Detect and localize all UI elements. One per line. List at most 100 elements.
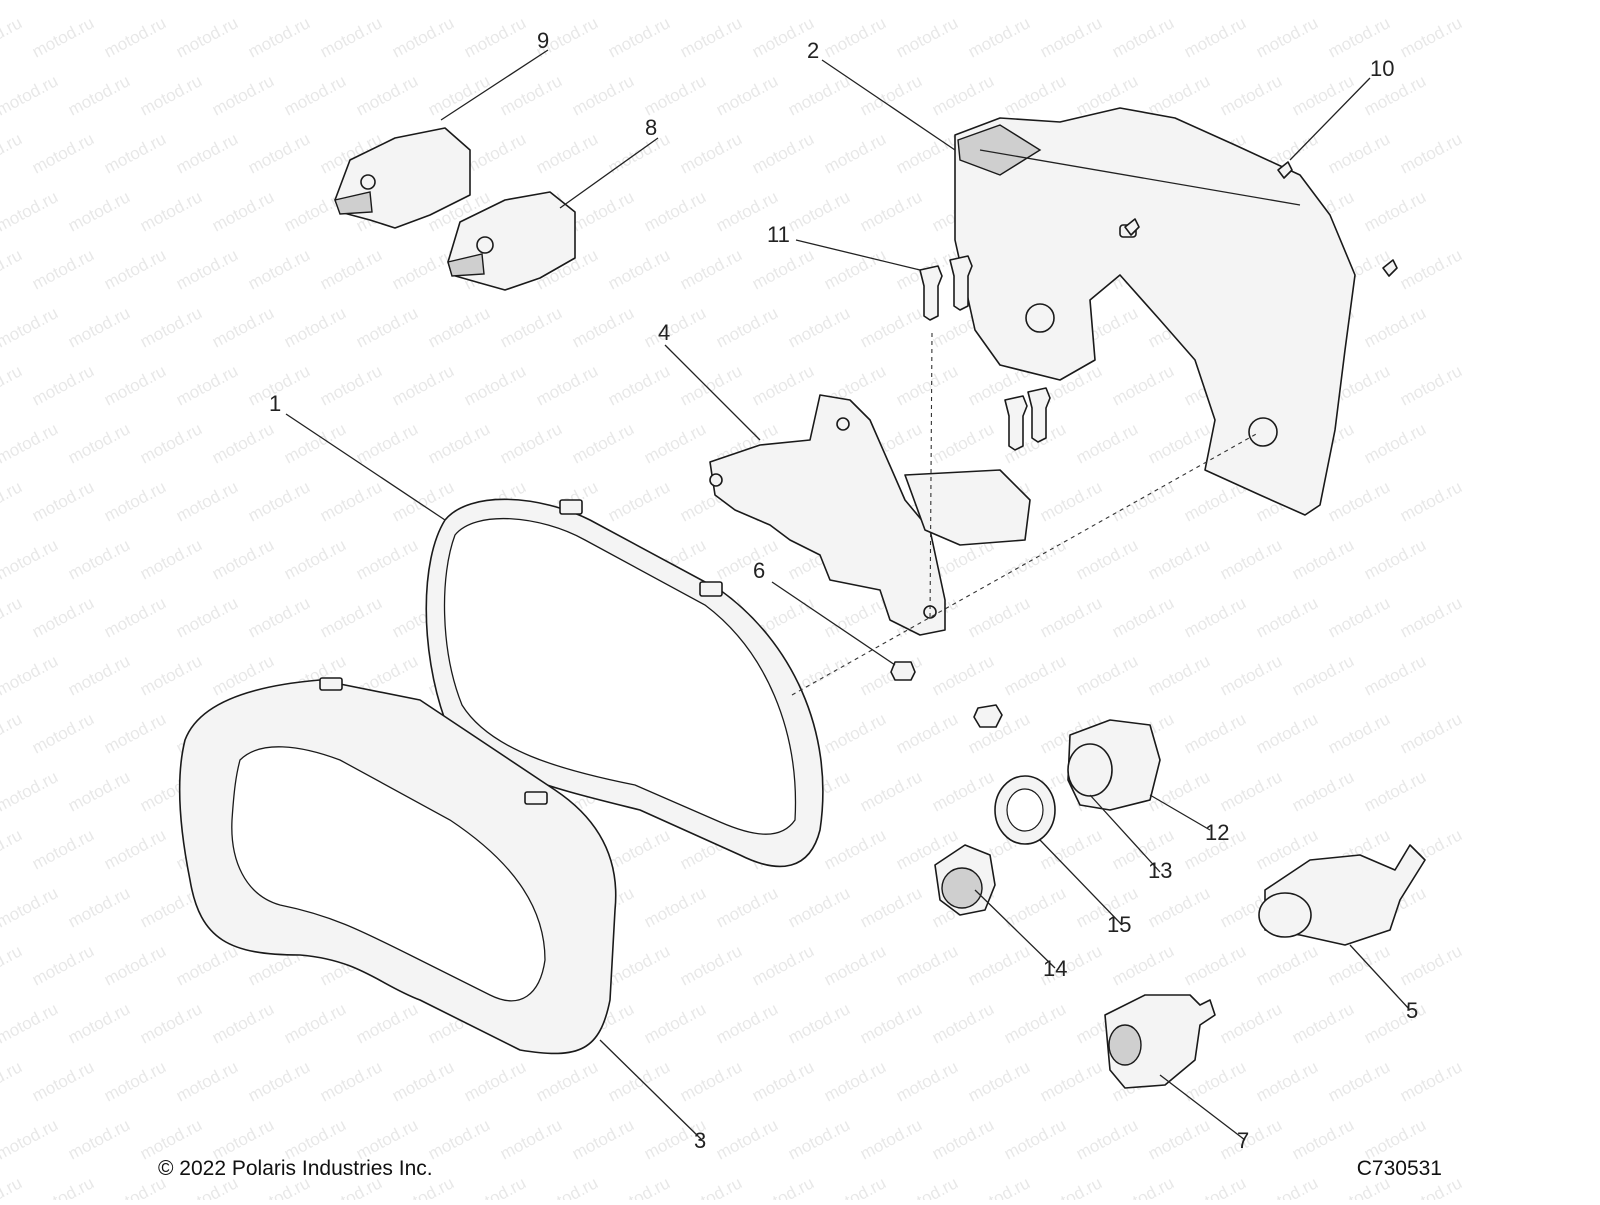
watermark-text: motod.ru (1253, 593, 1321, 641)
watermark-text: motod.ru (785, 71, 853, 119)
watermark-text: motod.ru (1325, 709, 1393, 757)
watermark-text: motod.ru (533, 1173, 601, 1200)
watermark-text: motod.ru (857, 71, 925, 119)
watermark-text: motod.ru (173, 593, 241, 641)
watermark-text: motod.ru (857, 883, 925, 931)
watermark-text: motod.ru (785, 187, 853, 235)
watermark-text: motod.ru (461, 1173, 529, 1200)
watermark-text: motod.ru (1217, 651, 1285, 699)
watermark-text: motod.ru (1073, 651, 1141, 699)
watermark-text: motod.ru (65, 303, 133, 351)
watermark-text: motod.ru (137, 999, 205, 1047)
watermark-text: motod.ru (1073, 0, 1141, 4)
watermark-text: motod.ru (137, 303, 205, 351)
watermark-text: motod.ru (0, 13, 25, 61)
watermark-text: motod.ru (677, 245, 745, 293)
watermark-text: motod.ru (821, 1173, 889, 1200)
watermark-text: motod.ru (1181, 709, 1249, 757)
watermark-text: motod.ru (1037, 593, 1105, 641)
watermark-text: motod.ru (965, 1057, 1033, 1105)
callout-3: 3 (694, 1128, 706, 1153)
part-socket-13 (1067, 719, 1161, 811)
watermark-text: motod.ru (173, 361, 241, 409)
callout-6: 6 (753, 558, 765, 583)
watermark-text: motod.ru (425, 303, 493, 351)
watermark-text: motod.ru (929, 419, 997, 467)
watermark-text: motod.ru (1289, 535, 1357, 583)
callout-labels: 9 8 2 10 11 4 1 6 12 13 15 14 5 7 3 (269, 28, 1418, 1153)
watermark-text: motod.ru (173, 477, 241, 525)
watermark-text: motod.ru (245, 593, 313, 641)
watermark-text: motod.ru (0, 709, 25, 757)
watermark-text: motod.ru (1397, 1057, 1465, 1105)
watermark-text: motod.ru (677, 13, 745, 61)
watermark-text: motod.ru (101, 593, 169, 641)
watermark-text: motod.ru (29, 709, 97, 757)
watermark-text: motod.ru (0, 535, 61, 583)
watermark-text: motod.ru (1397, 941, 1465, 989)
watermark-text: motod.ru (821, 245, 889, 293)
watermark-text: motod.ru (1325, 593, 1393, 641)
watermark-text: motod.ru (425, 1115, 493, 1163)
watermark-text: motod.ru (1361, 419, 1429, 467)
watermark-text: motod.ru (137, 651, 205, 699)
watermark-text: motod.ru (605, 941, 673, 989)
watermark-text: motod.ru (893, 709, 961, 757)
watermark-text: motod.ru (317, 477, 385, 525)
watermark-text: motod.ru (497, 1115, 565, 1163)
watermark-text: motod.ru (965, 941, 1033, 989)
watermark-text: motod.ru (821, 1057, 889, 1105)
watermark-text: motod.ru (317, 593, 385, 641)
watermark-text: motod.ru (317, 1057, 385, 1105)
part-power-outlet-7 (1104, 994, 1216, 1089)
part-bracket (709, 394, 1031, 636)
watermark-text: motod.ru (1217, 1115, 1285, 1163)
watermark-text: motod.ru (1181, 941, 1249, 989)
watermark-text: motod.ru (0, 767, 61, 815)
watermark-text: motod.ru (641, 0, 709, 4)
watermark-text: motod.ru (1037, 13, 1105, 61)
watermark-text: motod.ru (65, 1115, 133, 1163)
watermark-text: motod.ru (1325, 129, 1393, 177)
watermark-text: motod.ru (1145, 1115, 1213, 1163)
watermark-text: motod.ru (353, 303, 421, 351)
watermark-text: motod.ru (605, 1173, 673, 1200)
watermark-text: motod.ru (29, 825, 97, 873)
watermark-text: motod.ru (929, 1115, 997, 1163)
watermark-text: motod.ru (965, 593, 1033, 641)
watermark-text: motod.ru (0, 303, 61, 351)
watermark-text: motod.ru (713, 883, 781, 931)
watermark-text: motod.ru (173, 941, 241, 989)
watermark-text: motod.ru (821, 593, 889, 641)
watermark-text: motod.ru (1397, 13, 1465, 61)
watermark-text: motod.ru (1361, 767, 1429, 815)
watermark-text: motod.ru (317, 13, 385, 61)
watermark-text: motod.ru (605, 477, 673, 525)
watermark-text: motod.ru (209, 535, 277, 583)
watermark-text: motod.ru (641, 71, 709, 119)
watermark-text: motod.ru (785, 999, 853, 1047)
watermark-text: motod.ru (0, 593, 25, 641)
watermark-text: motod.ru (317, 361, 385, 409)
callout-9: 9 (537, 28, 549, 53)
watermark-text: motod.ru (785, 303, 853, 351)
watermark-text: motod.ru (1253, 13, 1321, 61)
watermark-text: motod.ru (65, 883, 133, 931)
watermark-text: motod.ru (425, 71, 493, 119)
callout-13: 13 (1148, 858, 1172, 883)
watermark-text: motod.ru (245, 13, 313, 61)
watermark-text: motod.ru (1397, 593, 1465, 641)
callout-12: 12 (1205, 820, 1229, 845)
watermark-text: motod.ru (281, 0, 349, 4)
watermark-text: motod.ru (245, 477, 313, 525)
watermark-text: motod.ru (0, 71, 61, 119)
watermark-text: motod.ru (353, 71, 421, 119)
watermark-text: motod.ru (929, 999, 997, 1047)
watermark-text: motod.ru (101, 13, 169, 61)
watermark-text: motod.ru (29, 593, 97, 641)
watermark-text: motod.ru (1289, 0, 1357, 4)
watermark-text: motod.ru (1073, 1115, 1141, 1163)
watermark-text: motod.ru (641, 419, 709, 467)
callout-1: 1 (269, 391, 281, 416)
